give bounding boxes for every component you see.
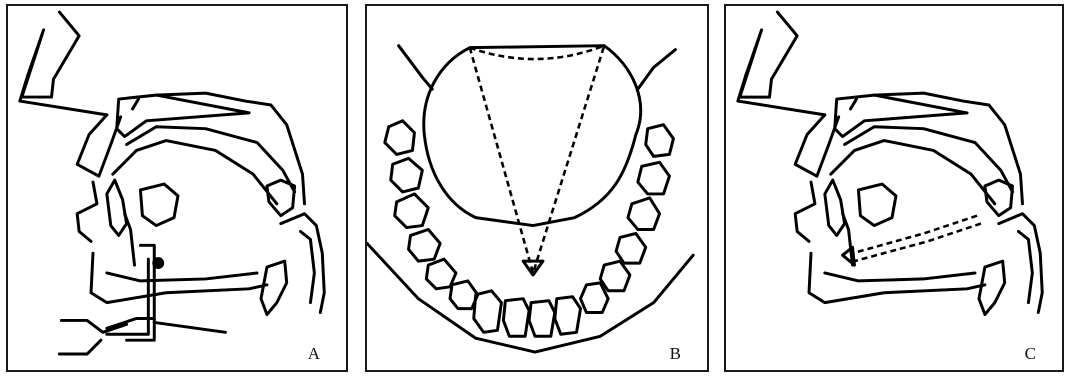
lateral-skull-drawing-a <box>8 6 346 370</box>
lateral-skull-drawing-c <box>726 6 1062 370</box>
panel-label-b: B <box>670 344 681 364</box>
panel-a: A <box>6 4 348 372</box>
dental-arch-drawing-b <box>367 6 707 370</box>
panel-label-a: A <box>308 344 320 364</box>
panel-label-c: C <box>1025 344 1036 364</box>
panel-b: B <box>365 4 709 372</box>
panel-c: C <box>724 4 1064 372</box>
